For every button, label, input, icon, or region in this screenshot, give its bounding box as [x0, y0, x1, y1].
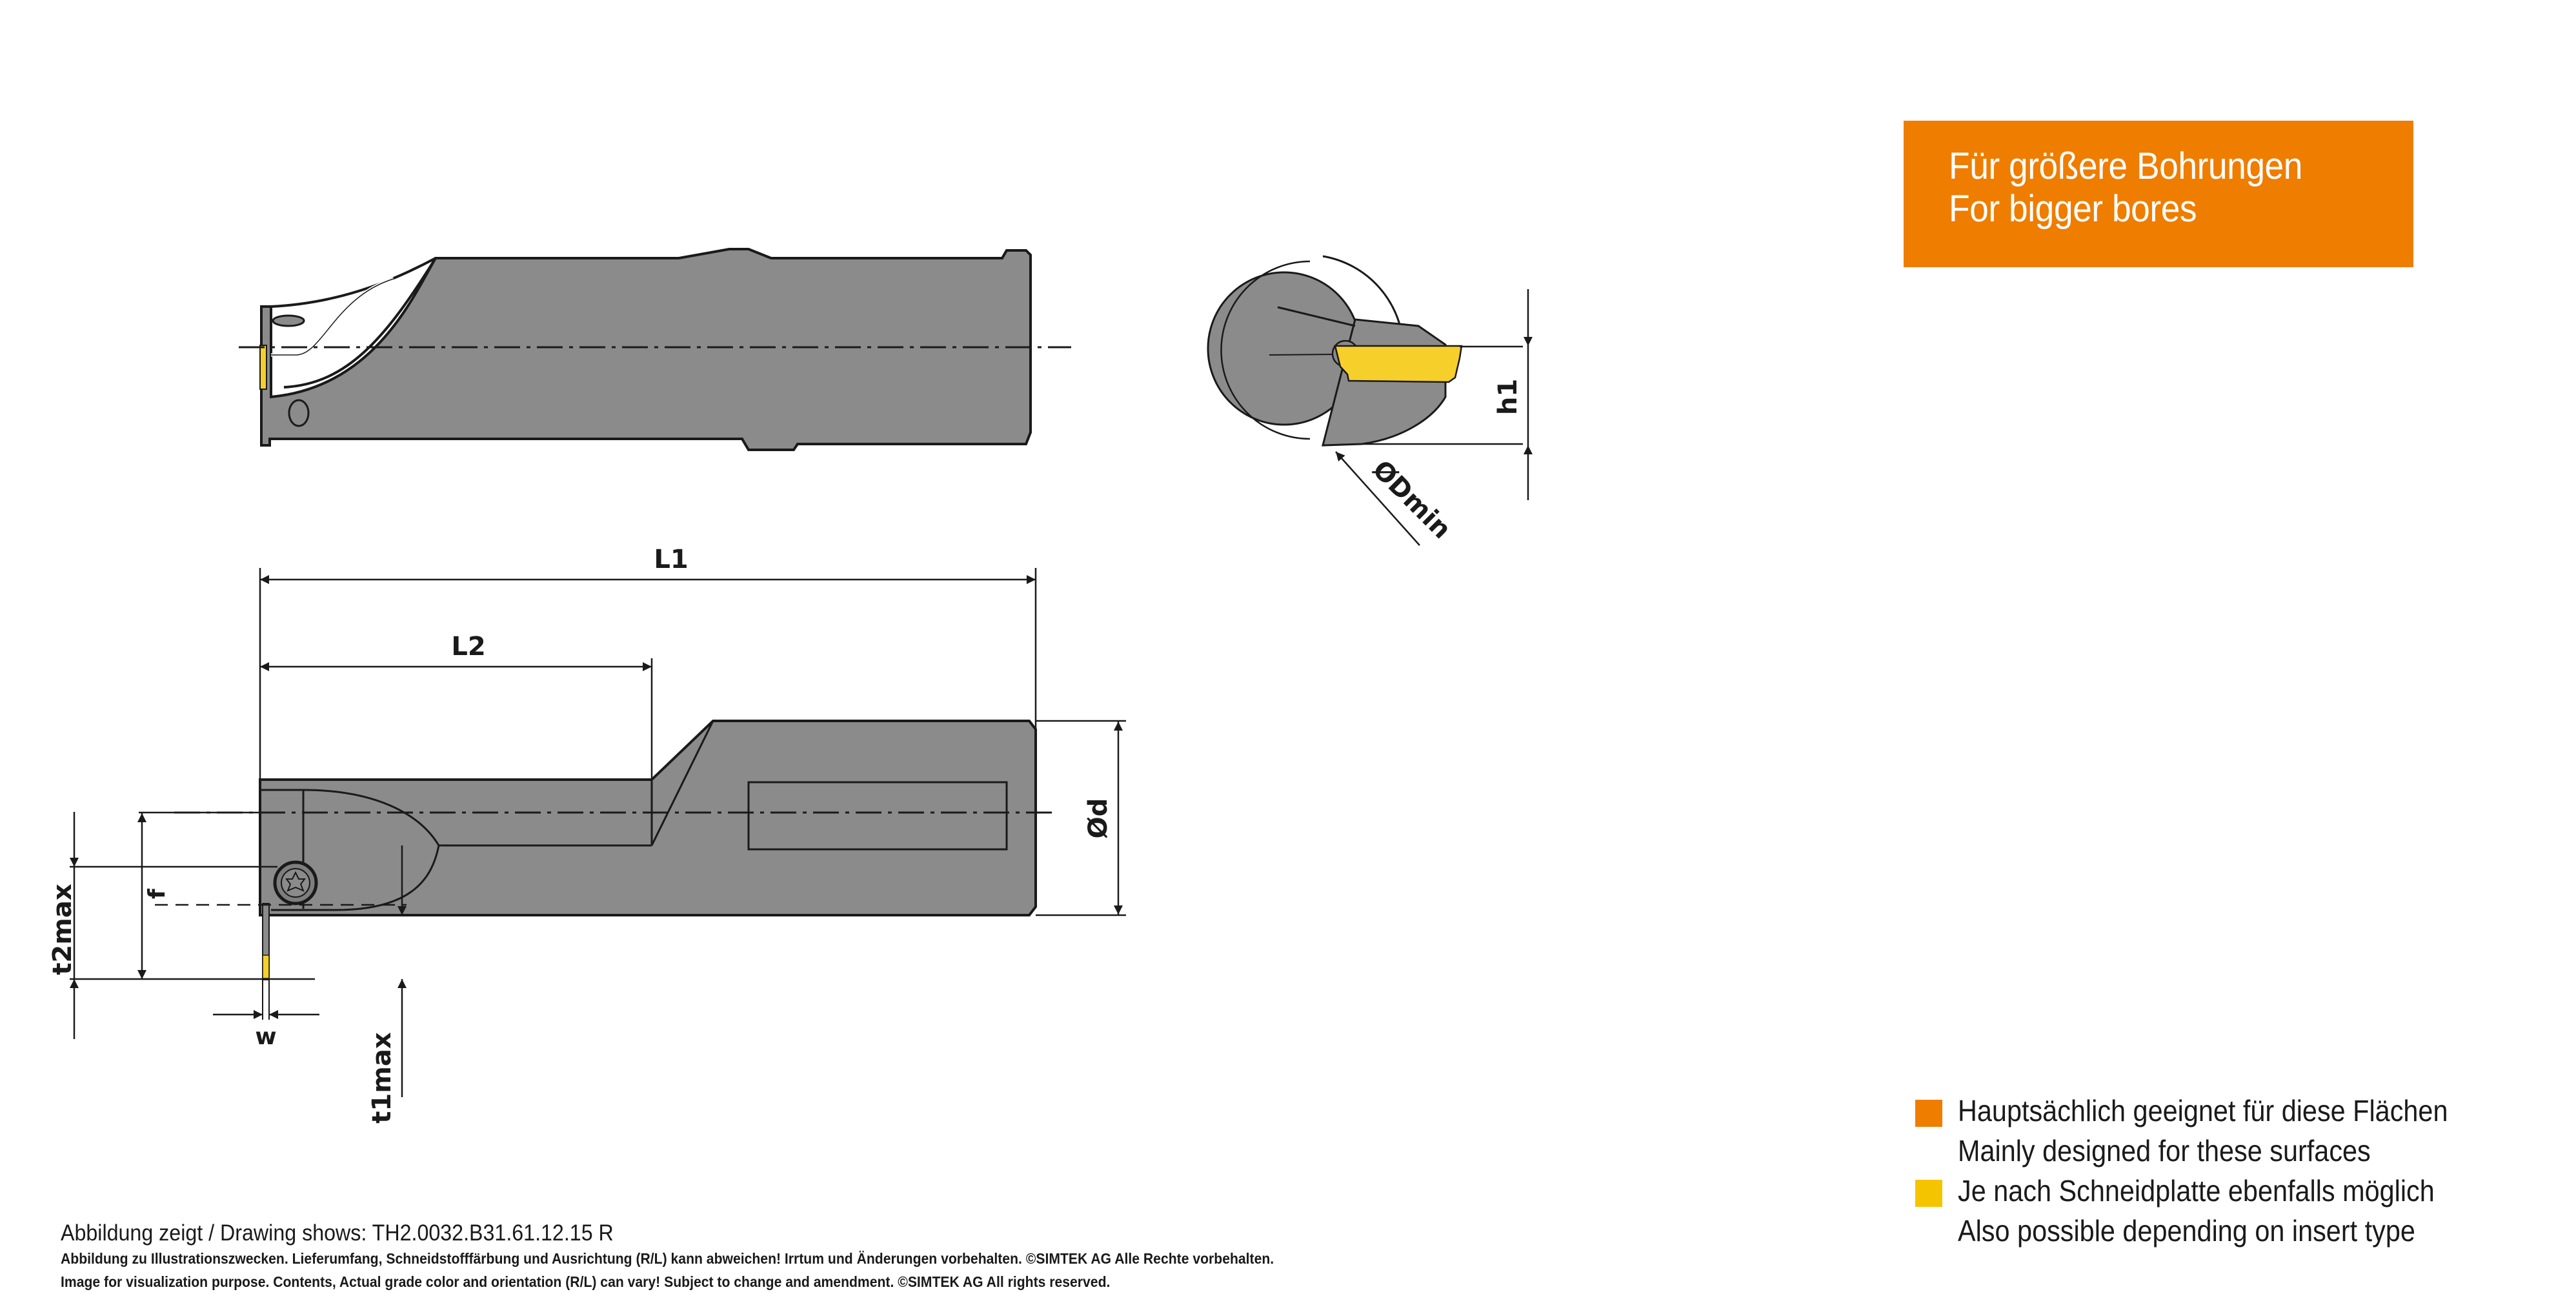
- dim-l1: L1: [654, 545, 688, 574]
- dim-dmin: ØDmin: [1367, 455, 1456, 545]
- side-view-top: [239, 248, 1071, 451]
- bigger-bores-banner: Für größere Bohrungen For bigger bores: [1904, 121, 2413, 267]
- clamping-flat: [747, 781, 1008, 851]
- footer-notes: Abbildung zeigt / Drawing shows: TH2.003…: [61, 1220, 1380, 1293]
- dim-t2max: t2max: [48, 884, 77, 975]
- insert-end-view: [1334, 345, 1463, 383]
- dim-l2: L2: [451, 632, 485, 662]
- dim-f: f: [144, 889, 170, 899]
- insert-side-top: [259, 345, 267, 390]
- dim-d: Ød: [1083, 798, 1113, 839]
- legend-item-main-surfaces: Hauptsächlich geeignet für diese Flächen…: [1915, 1091, 2502, 1171]
- banner-line-de: Für größere Bohrungen: [1949, 145, 2302, 187]
- legend-optional-de: Je nach Schneidplatte ebenfalls möglich: [1958, 1174, 2435, 1208]
- dim-h1: h1: [1493, 379, 1523, 415]
- drawing-shows-label: Abbildung zeigt / Drawing shows: TH2.003…: [61, 1220, 614, 1246]
- dim-w: w: [255, 1024, 276, 1050]
- disclaimer-de: Abbildung zu Illustrationszwecken. Liefe…: [61, 1250, 1274, 1267]
- end-view: [1207, 255, 1533, 546]
- disclaimer-en: Image for visualization purpose. Content…: [61, 1273, 1111, 1290]
- surface-legend: Hauptsächlich geeignet für diese Flächen…: [1915, 1091, 2502, 1251]
- banner-line-en: For bigger bores: [1949, 188, 2197, 230]
- legend-optional-en: Also possible depending on insert type: [1958, 1214, 2415, 1248]
- legend-main-de: Hauptsächlich geeignet für diese Flächen: [1958, 1094, 2448, 1127]
- side-view-bottom: [174, 720, 1058, 980]
- dim-t1max: t1max: [367, 1032, 397, 1124]
- legend-main-en: Mainly designed for these surfaces: [1958, 1134, 2371, 1168]
- yellow-swatch-icon: [1915, 1180, 1942, 1207]
- orange-swatch-icon: [1915, 1100, 1942, 1127]
- legend-item-optional-surfaces: Je nach Schneidplatte ebenfalls möglich …: [1915, 1171, 2502, 1251]
